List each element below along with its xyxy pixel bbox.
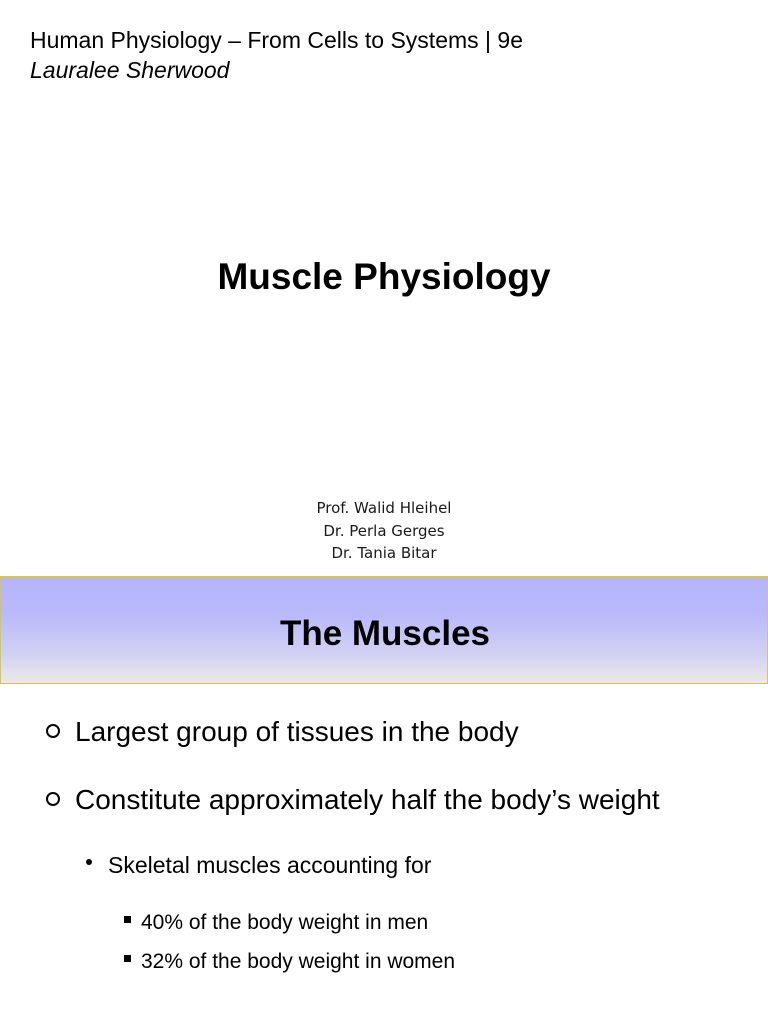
bullet-text: Largest group of tissues in the body bbox=[75, 716, 519, 747]
bullet-item: Constitute approximately half the body’s… bbox=[46, 783, 660, 817]
bullet-text: 40% of the body weight in men bbox=[141, 911, 429, 934]
square-bullet-icon bbox=[124, 915, 131, 923]
sub-sub-bullet-item: 40% of the body weight in men bbox=[124, 910, 428, 936]
bullet-text: Constitute approximately half the body’s… bbox=[75, 784, 660, 815]
content-slide: The Muscles Largest group of tissues in … bbox=[0, 576, 768, 1024]
book-title: Human Physiology – From Cells to Systems… bbox=[30, 27, 523, 53]
hollow-circle-bullet-icon bbox=[46, 791, 60, 806]
bullet-text: Skeletal muscles accounting for bbox=[108, 852, 432, 878]
author-name: Prof. Walid Hleihel bbox=[316, 499, 452, 517]
title-slide: Human Physiology – From Cells to Systems… bbox=[0, 27, 768, 565]
author-list: Prof. Walid Hleihel Dr. Perla Gerges Dr.… bbox=[0, 497, 768, 565]
bullet-text: 32% of the body weight in women bbox=[141, 950, 456, 973]
book-author: Lauralee Sherwood bbox=[30, 57, 230, 83]
slide-title: The Muscles bbox=[279, 614, 491, 653]
dot-bullet-icon bbox=[86, 858, 92, 865]
title-banner: The Muscles bbox=[0, 576, 768, 684]
main-title-clip: Muscle Physiology bbox=[0, 262, 768, 298]
hollow-circle-bullet-icon bbox=[46, 723, 60, 738]
sub-sub-bullet-item: 32% of the body weight in women bbox=[124, 949, 455, 975]
sub-bullet-item: Skeletal muscles accounting for bbox=[86, 851, 431, 879]
author-name: Dr. Perla Gerges bbox=[323, 521, 445, 540]
square-bullet-icon bbox=[124, 954, 131, 962]
bullet-item: Largest group of tissues in the body bbox=[46, 715, 519, 749]
author-name: Dr. Tania Bitar bbox=[331, 544, 437, 562]
main-title: Muscle Physiology bbox=[217, 262, 551, 297]
